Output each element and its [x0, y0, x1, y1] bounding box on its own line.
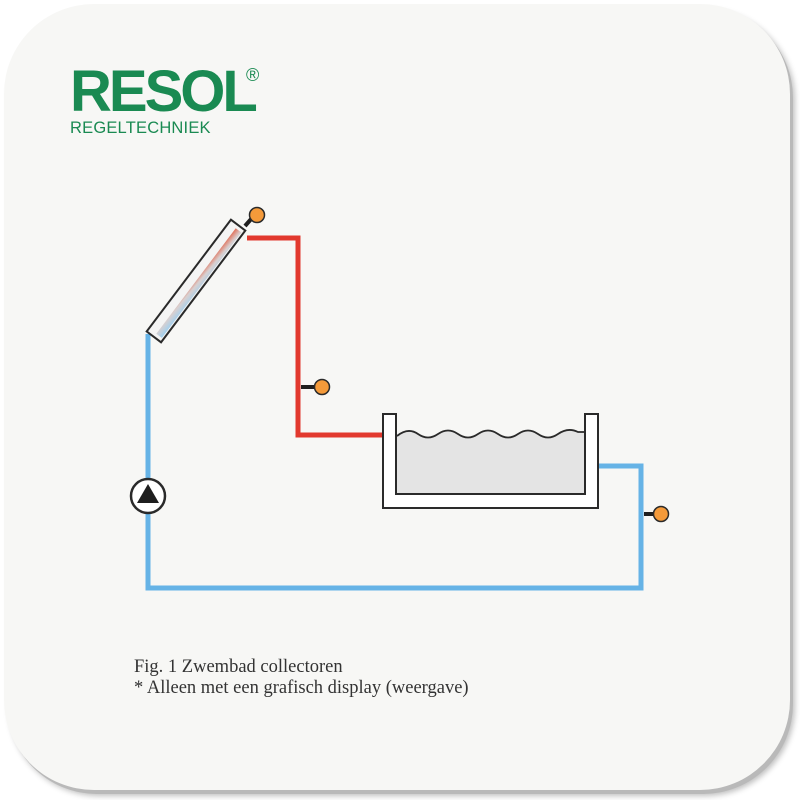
hot-flow-pipe: [247, 235, 384, 438]
pool-water-surface: [396, 429, 584, 439]
pump-icon: [129, 477, 167, 515]
card-background: [4, 4, 790, 790]
return-sensor-icon: [644, 505, 670, 523]
resol-logo: RESOL ® REGELTECHNIEK: [70, 62, 270, 142]
caption-title: Fig. 1 Zwembad collectoren: [134, 657, 343, 677]
logo-subtitle: REGELTECHNIEK: [70, 119, 211, 137]
swimming-pool: [382, 413, 599, 509]
collector-sensor-icon: [243, 206, 266, 228]
figure-caption: Fig. 1 Zwembad collectoren * Alleen met …: [134, 657, 469, 699]
logo-wordmark: RESOL: [70, 59, 258, 124]
solar-collector: [145, 218, 247, 344]
pool-water: [397, 429, 584, 493]
flow-sensor-icon: [301, 378, 331, 396]
registered-mark: ®: [246, 65, 260, 85]
caption-footnote: * Alleen met een grafisch display (weerg…: [134, 678, 469, 698]
